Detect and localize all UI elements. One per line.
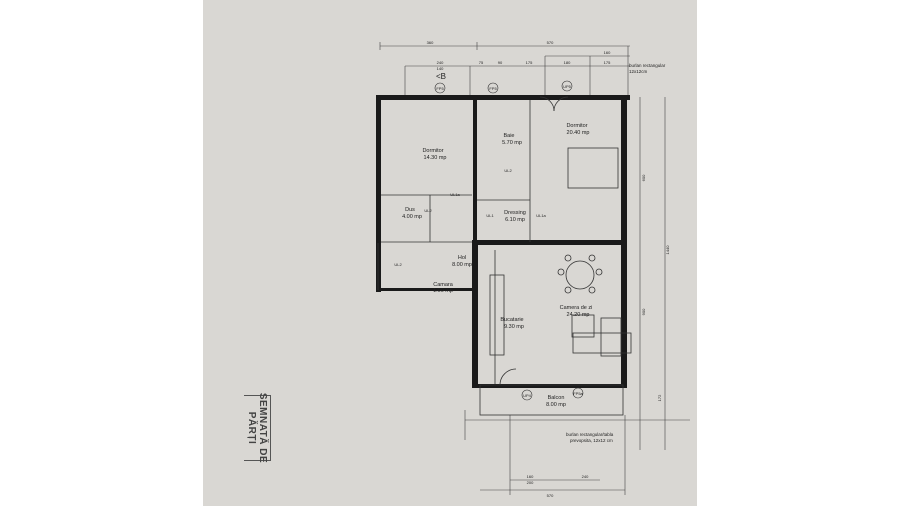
walls	[376, 95, 630, 388]
dimension-label: 160	[604, 50, 611, 55]
signed-stamp: SEMNATĂ DE PĂRȚI	[244, 392, 271, 464]
room-name: Balcon	[548, 395, 565, 401]
door-tag: UL1a	[536, 213, 546, 218]
room-name: Dressing	[504, 210, 526, 216]
door-tag: FP5a	[573, 391, 583, 396]
room-name: Dormitor	[566, 123, 587, 129]
section-mark: <B	[436, 72, 446, 81]
door-tag: UP5	[563, 84, 572, 89]
dimension-label: 1440	[665, 245, 670, 255]
dimension-label: 570	[547, 40, 554, 45]
room-area: 24.20 mp	[567, 312, 590, 318]
dimension-lines	[379, 42, 690, 495]
dimension-label: 75	[479, 60, 484, 65]
stamp-line: SEMNATĂ DE	[257, 392, 268, 464]
downpipe-note: 12x12cm	[629, 69, 648, 74]
door-tag: UL2	[394, 262, 402, 267]
dimension-label: 360	[427, 40, 434, 45]
downpipe-note: prevopsita, 12x12 cm	[570, 438, 613, 443]
room-area: 4.00 mp	[402, 214, 422, 220]
room-area: 5.70 mp	[502, 140, 522, 146]
door-tag: UL1	[486, 213, 494, 218]
door-tag: UP4	[523, 393, 532, 398]
room-area: 6.10 mp	[505, 217, 525, 223]
dimension-label: 240	[582, 474, 589, 479]
door-tag: FP5	[489, 86, 497, 91]
dimension-labels: 360 570 240 140 75 90 175 180 160 175 16…	[427, 40, 670, 498]
dimension-label: 180	[564, 60, 571, 65]
dimension-label: 570	[547, 493, 554, 498]
downpipe-note: burlan rectangular/tabla	[566, 432, 614, 437]
downpipe-note: burlan rectangular	[629, 63, 666, 68]
paper-sheet	[203, 0, 697, 506]
dimension-label: 140	[437, 66, 444, 71]
door-tag: UL1a	[450, 192, 460, 197]
dimension-label: 600	[641, 174, 646, 181]
room-name: Dormitor	[422, 148, 443, 154]
dimension-label: 175	[604, 60, 611, 65]
dimension-label: 900	[641, 308, 646, 315]
room-area: 14.30 mp	[424, 155, 447, 161]
room-name: Baie	[503, 133, 514, 139]
dimension-label: 200	[527, 480, 534, 485]
room-labels: Dormitor 14.30 mp Baie 5.70 mp Dormitor …	[402, 123, 592, 408]
room-name: Hol	[458, 255, 466, 261]
dimension-label: 160	[527, 474, 534, 479]
room-name: Dus	[405, 207, 415, 213]
room-name: Camara	[433, 282, 454, 288]
dimension-label: 175	[526, 60, 533, 65]
door-tag: FP5	[436, 86, 444, 91]
partitions	[377, 96, 632, 416]
room-area: 1.00 mp	[433, 288, 453, 294]
room-area: 9.30 mp	[504, 324, 524, 330]
room-area: 8.00 mp	[546, 402, 566, 408]
dimension-label: 90	[498, 60, 503, 65]
room-name: Camera de zi	[560, 305, 593, 311]
door-tag: UL2	[424, 208, 432, 213]
dimension-label: 172	[657, 394, 662, 401]
door-tag: UL2	[504, 168, 512, 173]
door-tags: FP5 FP5 UP5 UL1a UL2 UL1 UL1a UL2 UL2 UP…	[394, 80, 584, 401]
stamp-line: PĂRȚI	[246, 411, 257, 445]
room-name: Bucatarie	[500, 317, 523, 323]
dimension-label: 240	[437, 60, 444, 65]
room-area: 8.00 mp	[452, 262, 472, 268]
room-area: 20.40 mp	[567, 130, 590, 136]
